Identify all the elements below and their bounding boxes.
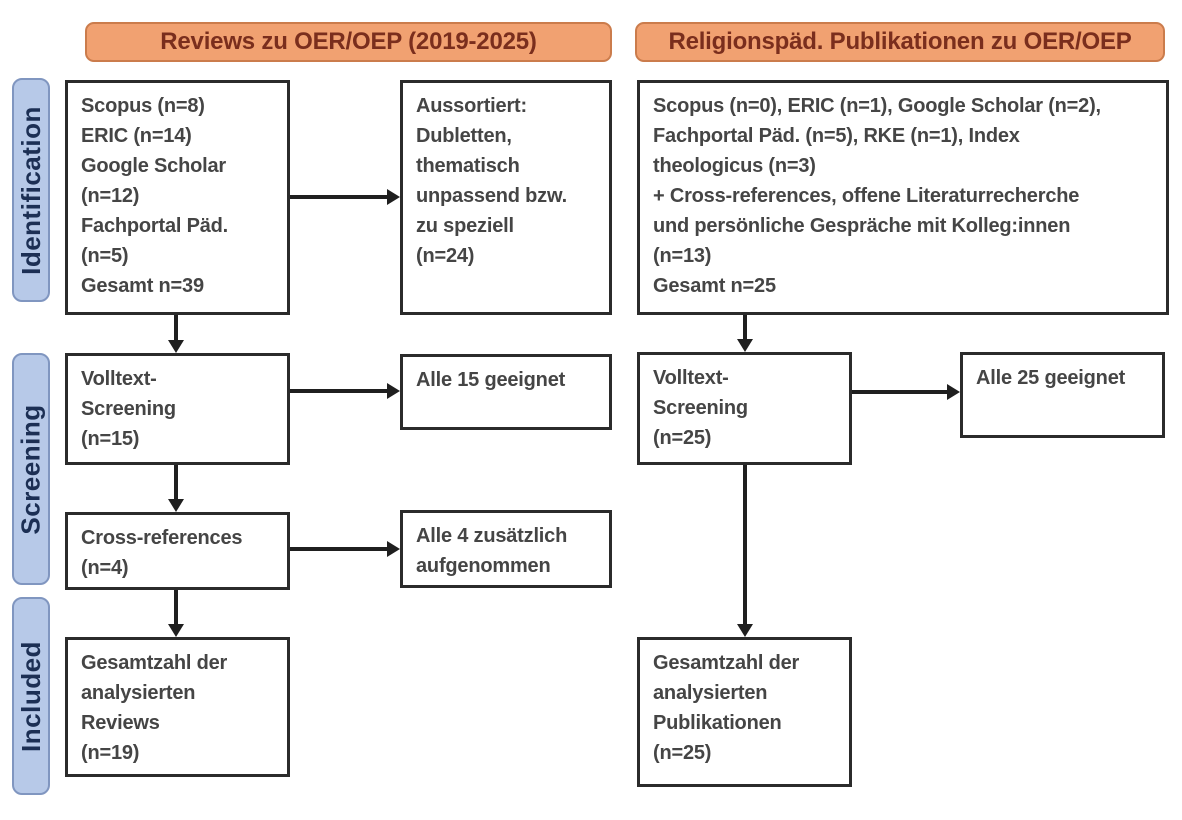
- box-line: Gesamt n=39: [81, 275, 204, 297]
- box-line: Screening: [81, 398, 176, 420]
- stage-included: Included: [12, 597, 50, 795]
- box-line: (n=13): [653, 245, 712, 267]
- arrow-head: [737, 339, 753, 352]
- arrow-left-crossref-down: [168, 590, 184, 637]
- arrow-left-sources-down: [168, 315, 184, 353]
- box-line: analysierten: [653, 682, 768, 704]
- box-line: theologicus (n=3): [653, 155, 816, 177]
- box-line: Volltext-: [653, 367, 729, 389]
- column-header-religionspaed: Religionspäd. Publikationen zu OER/OEP: [635, 22, 1165, 62]
- box-line: unpassend bzw.: [416, 185, 567, 207]
- box-right-sources: Scopus (n=0), ERIC (n=1), Google Scholar…: [637, 80, 1169, 315]
- arrow-shaft: [290, 547, 387, 551]
- box-right-included: Gesamtzahl der analysierten Publikatione…: [637, 637, 852, 787]
- box-line: Reviews: [81, 712, 160, 734]
- box-line: (n=25): [653, 427, 712, 449]
- stage-screening: Screening: [12, 353, 50, 585]
- stage-included-label: Included: [15, 640, 46, 752]
- arrow-shaft: [852, 390, 947, 394]
- box-line: Volltext-: [81, 368, 157, 390]
- arrow-head: [168, 340, 184, 353]
- box-line: (n=4): [81, 557, 129, 579]
- box-line: Alle 25 geeignet: [976, 367, 1126, 389]
- arrow-head: [168, 624, 184, 637]
- box-line: thematisch: [416, 155, 520, 177]
- arrow-head: [168, 499, 184, 512]
- box-line: Google Scholar: [81, 155, 227, 177]
- box-line: Screening: [653, 397, 748, 419]
- box-line: (n=15): [81, 428, 140, 450]
- box-left-sources: Scopus (n=8) ERIC (n=14) Google Scholar …: [65, 80, 290, 315]
- arrow-right-fulltext-down: [737, 465, 753, 637]
- arrow-shaft: [174, 590, 178, 624]
- box-line: aufgenommen: [416, 555, 551, 577]
- arrow-head: [387, 383, 400, 399]
- box-line: Publikationen: [653, 712, 782, 734]
- stage-identification: Identification: [12, 78, 50, 302]
- arrow-left-fulltext-to-result: [290, 383, 400, 399]
- box-left-excluded: Aussortiert: Dubletten, thematisch unpas…: [400, 80, 612, 315]
- box-left-fulltext: Volltext- Screening (n=15): [65, 353, 290, 465]
- box-line: ERIC (n=14): [81, 125, 192, 147]
- box-line: Alle 15 geeignet: [416, 369, 566, 391]
- box-line: zu speziell: [416, 215, 514, 237]
- box-line: (n=12): [81, 185, 140, 207]
- box-line: Aussortiert:: [416, 95, 527, 117]
- arrow-left-sources-to-excluded: [290, 189, 400, 205]
- box-line: Alle 4 zusätzlich: [416, 525, 568, 547]
- box-line: (n=25): [653, 742, 712, 764]
- box-left-crossref-result: Alle 4 zusätzlich aufgenommen: [400, 510, 612, 588]
- arrow-shaft: [290, 389, 387, 393]
- box-line: + Cross-references, offene Literaturrech…: [653, 185, 1080, 207]
- box-line: und persönliche Gespräche mit Kolleg:inn…: [653, 215, 1071, 237]
- arrow-shaft: [743, 315, 747, 339]
- arrow-shaft: [290, 195, 387, 199]
- column-header-reviews: Reviews zu OER/OEP (2019-2025): [85, 22, 612, 62]
- arrow-head: [947, 384, 960, 400]
- box-line: analysierten: [81, 682, 196, 704]
- box-line: Scopus (n=8): [81, 95, 205, 117]
- box-line: Dubletten,: [416, 125, 512, 147]
- box-line: Scopus (n=0), ERIC (n=1), Google Scholar…: [653, 95, 1101, 117]
- arrow-shaft: [174, 465, 178, 499]
- arrow-left-fulltext-down: [168, 465, 184, 512]
- box-line: (n=5): [81, 245, 129, 267]
- arrow-shaft: [174, 315, 178, 340]
- box-line: Fachportal Päd.: [81, 215, 229, 237]
- stage-identification-label: Identification: [15, 105, 46, 275]
- stage-screening-label: Screening: [15, 403, 46, 535]
- box-right-fulltext: Volltext- Screening (n=25): [637, 352, 852, 465]
- box-left-fulltext-result: Alle 15 geeignet: [400, 354, 612, 430]
- arrow-right-sources-down: [737, 315, 753, 352]
- box-line: (n=19): [81, 742, 140, 764]
- arrow-left-crossref-to-result: [290, 541, 400, 557]
- arrow-head: [387, 189, 400, 205]
- arrow-right-fulltext-to-result: [852, 384, 960, 400]
- arrow-shaft: [743, 465, 747, 624]
- arrow-head: [387, 541, 400, 557]
- box-line: Gesamtzahl der: [653, 652, 800, 674]
- box-line: (n=24): [416, 245, 475, 267]
- box-left-crossref: Cross-references (n=4): [65, 512, 290, 590]
- box-left-included: Gesamtzahl der analysierten Reviews (n=1…: [65, 637, 290, 777]
- box-line: Gesamtzahl der: [81, 652, 228, 674]
- box-line: Cross-references: [81, 527, 243, 549]
- box-line: Fachportal Päd. (n=5), RKE (n=1), Index: [653, 125, 1020, 147]
- box-line: Gesamt n=25: [653, 275, 776, 297]
- arrow-head: [737, 624, 753, 637]
- box-right-fulltext-result: Alle 25 geeignet: [960, 352, 1165, 438]
